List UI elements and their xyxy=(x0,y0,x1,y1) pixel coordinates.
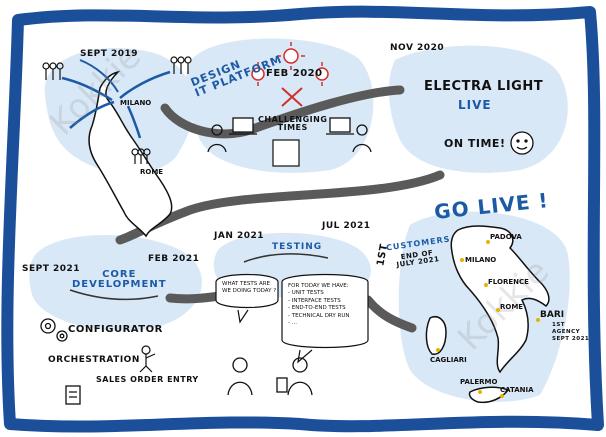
testing-title: TESTING xyxy=(272,242,323,252)
city-dot-rome xyxy=(496,308,500,312)
city-dot-catania xyxy=(500,394,504,398)
italy-map-right xyxy=(450,225,550,374)
challenging-line1: CHALLENGING xyxy=(258,115,328,124)
jul-2021-label: JUL 2021 xyxy=(322,221,371,231)
sept-2019-label: SEPT 2019 xyxy=(80,49,139,59)
city-dot-milano xyxy=(460,258,464,262)
core-development-title: CORE DEVELOPMENT xyxy=(72,270,167,290)
electra-light-title: ELECTRA LIGHT xyxy=(424,79,544,94)
city-dot-palermo xyxy=(478,390,482,394)
document-icon xyxy=(65,385,81,405)
milano-label-right: MILANO xyxy=(465,256,497,264)
feb-2021-label: FEB 2021 xyxy=(148,254,200,264)
people-group-rome-icon xyxy=(131,148,151,164)
orchestration-label: ORCHESTRATION xyxy=(48,355,140,365)
on-time-label: ON TIME! xyxy=(444,137,506,150)
tester-right-icon xyxy=(276,357,313,396)
challenging-line2: TIMES xyxy=(277,123,308,132)
timeline-road xyxy=(115,85,445,333)
answer-item: - INTERFACE TESTS xyxy=(288,297,341,304)
tester-left-icon xyxy=(227,357,253,396)
answer-item: - UNIT TESTS xyxy=(288,290,324,297)
answer-item: - END-TO-END TESTS xyxy=(288,305,346,312)
development-line: DEVELOPMENT xyxy=(72,279,167,290)
virus-icon xyxy=(251,42,329,86)
bari-note-line1: 1ST xyxy=(552,322,566,328)
bari-agency-note: 1ST AGENCY SEPT 2021 xyxy=(552,322,589,343)
italy-bubble xyxy=(44,47,194,174)
gear-icon xyxy=(40,318,68,342)
italy-map-left xyxy=(88,70,173,238)
city-dot-padova xyxy=(486,240,490,244)
question-text: WHAT TESTS ARE WE DOING TODAY ? xyxy=(222,281,276,296)
arrow-from-rome xyxy=(126,105,142,139)
answer-item: - ... xyxy=(288,320,297,327)
answer-item: - TECHNICAL DRY RUN xyxy=(288,312,350,319)
question-speech-bubble xyxy=(215,273,279,324)
rome-label-left: ROME xyxy=(140,168,164,176)
answer-text: FOR TODAY WE HAVE: - UNIT TESTS - INTERF… xyxy=(288,283,349,328)
arrow-testing xyxy=(243,253,329,263)
jan-2021-label: JAN 2021 xyxy=(214,231,265,241)
presenter-icon xyxy=(139,345,156,373)
rome-label-right: ROME xyxy=(500,303,524,311)
challenging-times-caption: CHALLENGING TIMES xyxy=(258,116,327,132)
core-line: CORE xyxy=(102,269,137,280)
bari-note-line3: SEPT 2021 xyxy=(552,336,590,343)
bari-note-line2: AGENCY xyxy=(552,329,581,336)
live-label: LIVE xyxy=(458,98,492,112)
people-group-left-icon xyxy=(42,62,64,80)
sept-2021-label: SEPT 2021 xyxy=(22,264,81,274)
arrow-from-left-group xyxy=(61,76,113,102)
city-dot-florence xyxy=(484,283,488,287)
arrow-development xyxy=(69,289,159,301)
answer-title: FOR TODAY WE HAVE: xyxy=(288,283,349,289)
cagliari-label: CAGLIARI xyxy=(430,356,467,364)
arrow-from-right-group xyxy=(119,70,171,99)
smiley-clock-icon xyxy=(510,131,534,155)
crossed-out-icon xyxy=(281,87,303,107)
arrow-lower-left xyxy=(69,100,115,129)
milano-label-left: MILANO xyxy=(120,99,152,107)
people-group-right-icon xyxy=(170,56,192,74)
padova-label: PADOVA xyxy=(490,233,522,241)
question-line2: WE DOING TODAY ? xyxy=(222,288,277,295)
sales-order-entry-label: SALES ORDER ENTRY xyxy=(96,375,199,384)
city-dot-bari xyxy=(536,318,540,322)
catania-label: CATANIA xyxy=(500,386,534,394)
arrow-from-top xyxy=(79,59,119,93)
city-dot-cagliari xyxy=(436,348,440,352)
calendar-icon xyxy=(272,139,300,167)
florence-label: FLORENCE xyxy=(488,278,529,286)
question-line1: WHAT TESTS ARE xyxy=(222,281,271,287)
nov-2020-label: NOV 2020 xyxy=(390,43,445,53)
palermo-label: PALERMO xyxy=(460,378,498,386)
remote-worker-left-icon xyxy=(207,117,257,153)
configurator-label: CONFIGURATOR xyxy=(68,324,163,335)
bari-label: BARI xyxy=(540,310,565,320)
answer-speech-bubble xyxy=(281,273,369,364)
sardinia-map xyxy=(425,316,447,355)
remote-worker-right-icon xyxy=(326,117,372,153)
development-bubble xyxy=(29,235,202,331)
feb-2020-label: FEB 2020 xyxy=(266,68,323,79)
